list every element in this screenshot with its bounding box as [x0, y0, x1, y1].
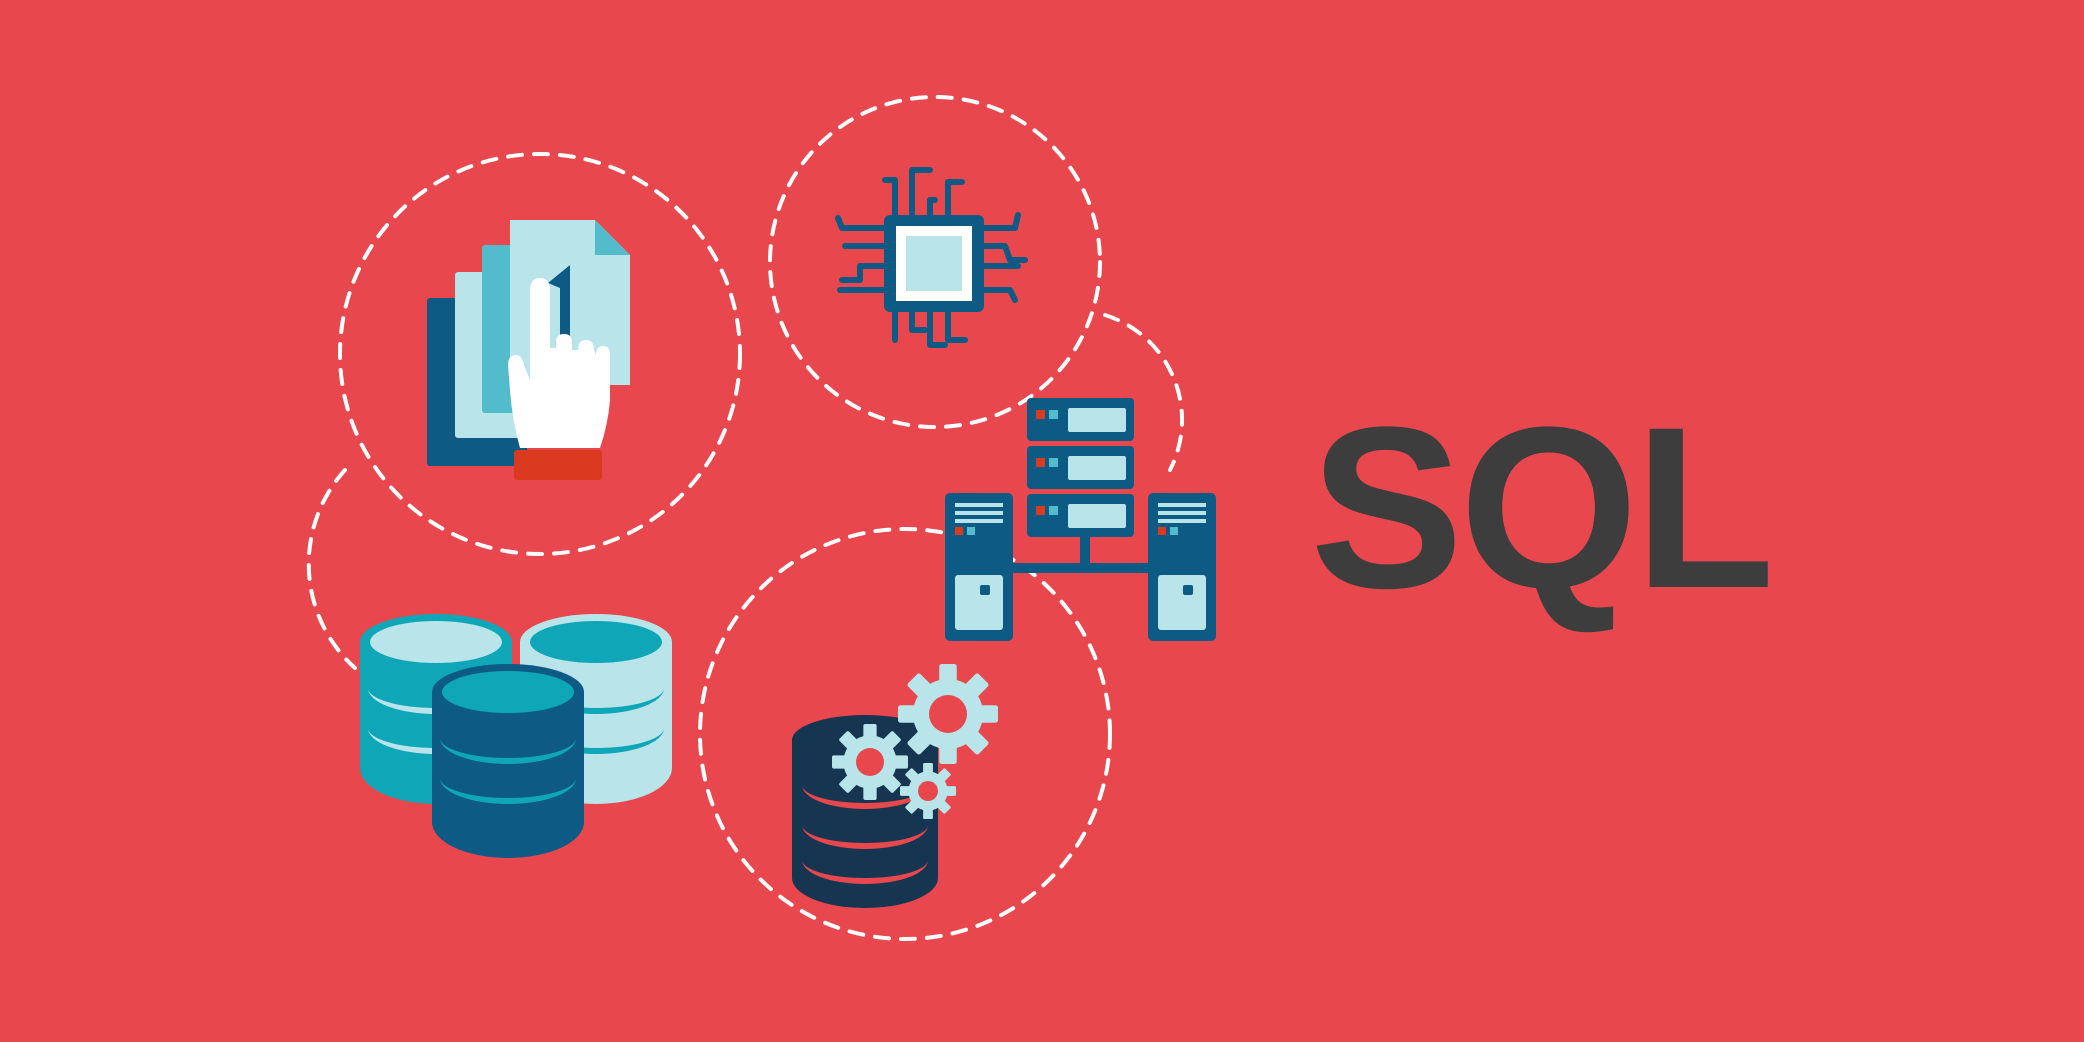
- dashed-arc-server: [1103, 313, 1185, 472]
- database-gears-icon: [792, 664, 998, 908]
- server-network-icon: [945, 398, 1216, 641]
- microchip-icon: [835, 167, 1028, 348]
- page-title: SQL: [1310, 379, 1775, 636]
- database-stack-icon: [360, 614, 672, 858]
- dashed-arc-databases: [306, 468, 357, 670]
- dashed-circle-chip: [768, 95, 1102, 429]
- pointing-hand-icon: [508, 278, 610, 480]
- dashed-circle-gears: [698, 527, 1112, 941]
- dashed-circles: [306, 95, 1185, 941]
- dashed-circle-documents: [338, 152, 742, 556]
- database-front: [432, 664, 584, 858]
